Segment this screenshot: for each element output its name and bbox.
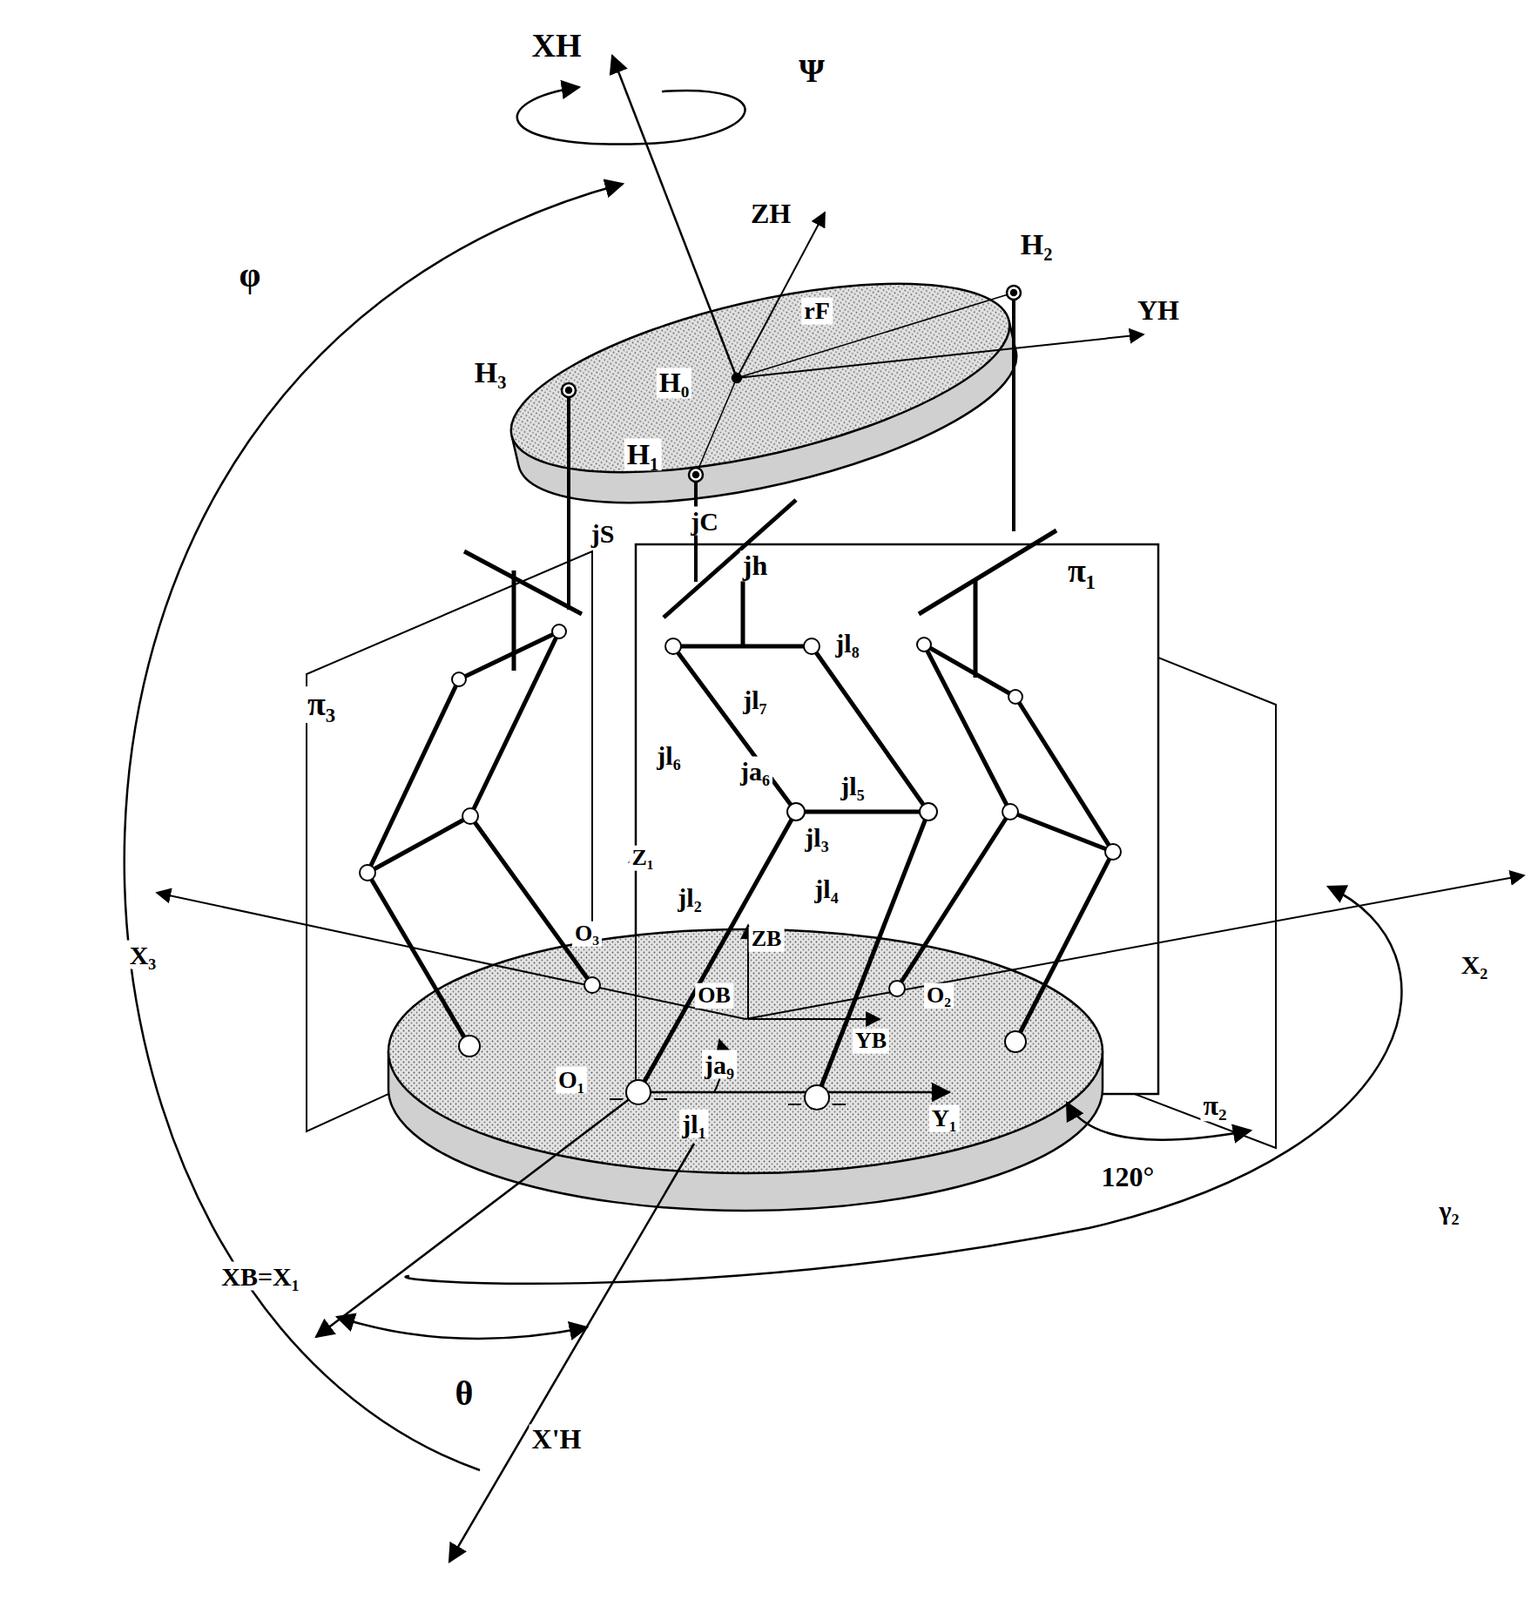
symbol-label: jl₆ bbox=[654, 741, 683, 770]
symbol-label: jl₄ bbox=[811, 874, 841, 904]
symbol-label: H₃ bbox=[472, 356, 510, 389]
symbol-label: Y₁ bbox=[929, 1105, 960, 1133]
symbol-label: ZB bbox=[748, 926, 785, 952]
symbol-label: X₃ bbox=[127, 940, 160, 970]
symbol-label: H₂ bbox=[1018, 228, 1056, 261]
symbol-label: X'H bbox=[529, 1423, 585, 1455]
symbol-label: π₃ bbox=[304, 686, 338, 723]
symbol-label: π₁ bbox=[1065, 553, 1099, 590]
symbol-label: jS bbox=[588, 519, 618, 548]
symbol-label: YB bbox=[852, 1028, 890, 1054]
symbol-label: rF bbox=[801, 297, 833, 325]
symbol-label: YH bbox=[1134, 295, 1182, 326]
symbol-label: jC bbox=[688, 506, 722, 536]
symbol-label: ja₉ bbox=[701, 1050, 737, 1080]
symbol-label: O₂ bbox=[924, 983, 954, 1009]
symbol-label: X₂ bbox=[1458, 950, 1491, 979]
symbol-label: jl₈ bbox=[832, 628, 862, 658]
symbol-label: ja₆ bbox=[737, 756, 773, 786]
symbol-label: θ bbox=[452, 1374, 477, 1413]
symbol-label: φ bbox=[236, 256, 264, 295]
symbol-label: π₂ bbox=[1200, 1090, 1229, 1121]
symbol-label: H₁ bbox=[624, 438, 662, 471]
symbol-label: γ₂ bbox=[1436, 1195, 1462, 1225]
symbol-label: Ψ bbox=[795, 53, 828, 90]
symbol-label: 120° bbox=[1099, 1161, 1158, 1193]
symbol-label: O₃ bbox=[572, 921, 602, 947]
symbol-label: jl₅ bbox=[837, 771, 867, 801]
symbol-label: XB=X₁ bbox=[218, 1261, 302, 1291]
symbol-label: ZH bbox=[748, 198, 794, 230]
symbol-label: jl₃ bbox=[802, 822, 831, 852]
symbol-label: XH bbox=[529, 27, 585, 65]
symbol-label: jh bbox=[740, 550, 770, 581]
symbol-label: H₀ bbox=[656, 367, 692, 398]
symbol-label: OB bbox=[694, 983, 734, 1009]
symbol-label: jl₇ bbox=[740, 685, 769, 715]
symbol-label: jl₂ bbox=[674, 883, 704, 912]
symbol-label: Z₁ bbox=[628, 845, 656, 871]
symbol-label: jl₁ bbox=[679, 1109, 709, 1139]
symbol-label: O₁ bbox=[555, 1066, 587, 1094]
